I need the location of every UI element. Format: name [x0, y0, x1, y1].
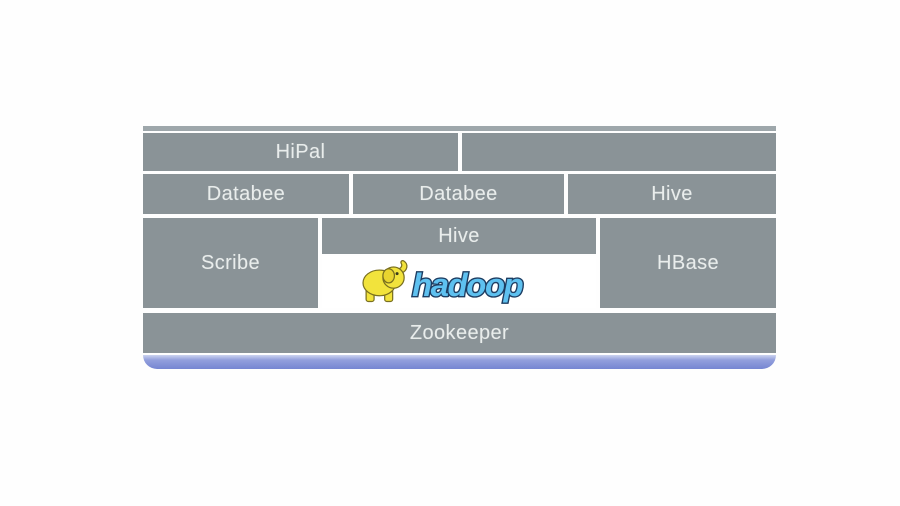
hadoop-stack-diagram: HiPal Databee Databee Hive Scribe Hive [143, 126, 776, 369]
hadoop-logo: hadoop [362, 260, 525, 305]
box-hive-middle-label: Hive [438, 224, 480, 247]
diagram-bottom-shadow [143, 355, 776, 369]
box-hipal: HiPal [143, 133, 458, 171]
box-hbase-label: HBase [656, 251, 720, 274]
hadoop-wordmark: hadoop [412, 266, 523, 303]
box-hive-middle: Hive [322, 218, 596, 254]
box-databee-middle: Databee [353, 174, 564, 214]
box-top-right-empty [462, 133, 776, 171]
hadoop-logo-box: hadoop [322, 256, 596, 308]
box-databee-left: Databee [143, 174, 349, 214]
box-scribe-label: Scribe [200, 251, 261, 274]
box-zookeeper: Zookeeper [143, 313, 776, 353]
box-hbase: HBase [600, 218, 776, 308]
box-zookeeper-label: Zookeeper [409, 321, 510, 344]
box-scribe: Scribe [143, 218, 318, 308]
diagram-top-strip [143, 126, 776, 131]
box-databee-left-label: Databee [206, 182, 286, 205]
box-databee-middle-label: Databee [419, 182, 498, 205]
box-hive-upper-label: Hive [651, 182, 693, 205]
box-hive-upper: Hive [568, 174, 776, 214]
box-hipal-label: HiPal [275, 140, 326, 163]
hadoop-elephant-icon [362, 260, 408, 303]
